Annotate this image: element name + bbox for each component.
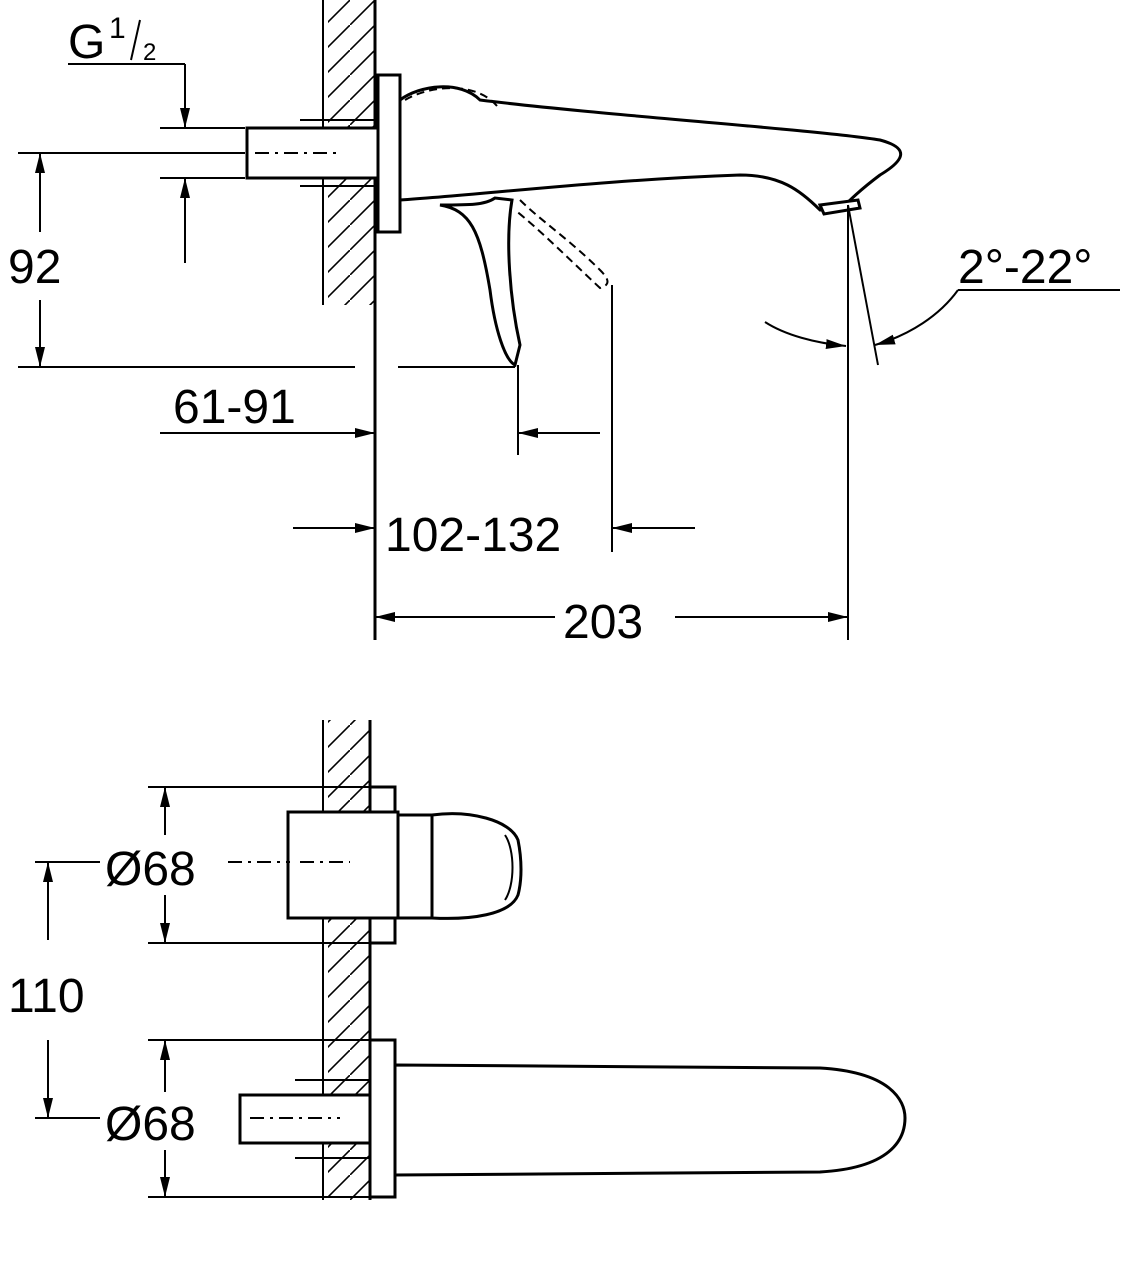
projection-dimension: 203 [563,596,643,649]
height-dimension: 92 [8,241,61,294]
spout [398,85,903,212]
spout-top [393,1063,907,1177]
thread-numerator: 1 [109,12,126,45]
aerator [817,198,862,216]
spout-flange [368,1038,397,1199]
lever [439,196,522,368]
lever-alt-position [514,199,609,290]
top-view: Ø68 110 Ø68 [8,720,907,1200]
wall-depth-dimension: 61-91 [173,381,296,434]
thread-denominator: 2 [143,39,156,66]
angle-dimension: 2°-22° [958,241,1092,294]
mixer-body [286,810,400,920]
spacing-dimension: 110 [8,970,85,1023]
lever-reach-dimension: 102-132 [385,509,561,562]
wall-flange [376,73,402,234]
thread-fraction-slash [130,19,141,61]
thread-label: G [68,16,105,69]
side-view: G 1 2 92 61-91 102-132 203 2°-22° [8,0,1120,649]
upper-diameter-dimension: Ø68 [105,843,196,896]
lower-diameter-dimension: Ø68 [105,1098,196,1151]
mixer-handle [430,812,523,920]
